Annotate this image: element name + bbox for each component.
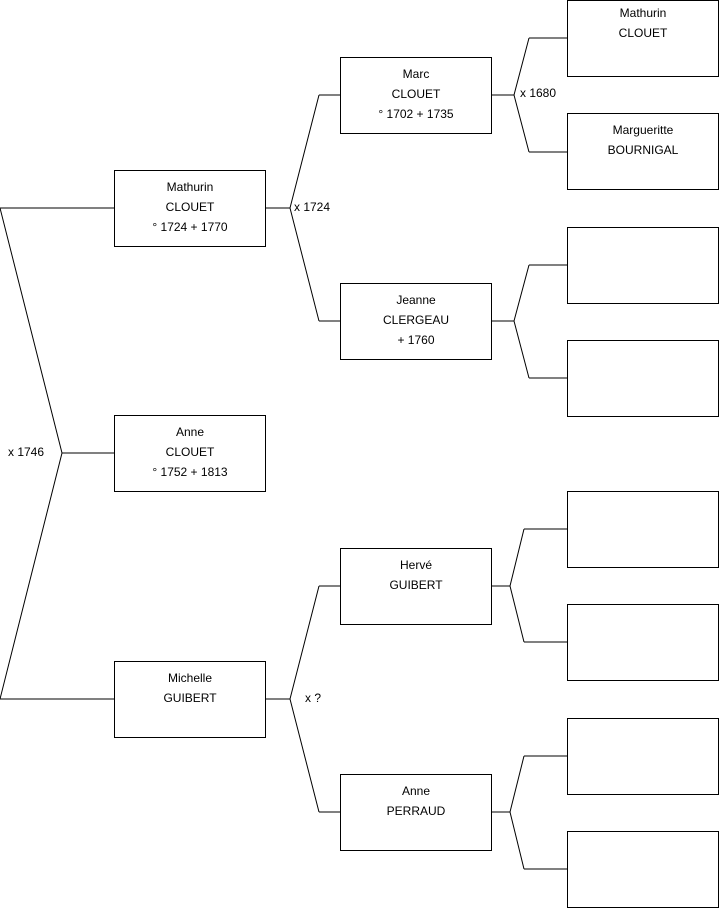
person-box[interactable]: Margueritte BOURNIGAL <box>567 113 719 190</box>
person-box[interactable] <box>567 604 719 681</box>
person-given-name: Hervé <box>399 558 432 572</box>
person-given-name: Jeanne <box>396 293 436 307</box>
marriage-label: x 1724 <box>294 200 331 214</box>
person-box[interactable]: Anne CLOUET ° 1752 + 1813 <box>114 415 266 492</box>
person-dates: ° 1702 + 1735 <box>378 107 454 121</box>
marriage-label: x 1746 <box>8 445 45 459</box>
person-surname: CLERGEAU <box>382 313 450 327</box>
person-box[interactable] <box>567 491 719 568</box>
person-dates: + 1760 <box>397 333 435 347</box>
person-given-name: Margueritte <box>612 123 674 137</box>
person-box[interactable]: Michelle GUIBERT <box>114 661 266 738</box>
person-surname: CLOUET <box>165 200 215 214</box>
person-box[interactable] <box>567 831 719 908</box>
person-surname: CLOUET <box>391 87 441 101</box>
person-dates: ° 1724 + 1770 <box>152 220 228 234</box>
person-given-name: Anne <box>401 784 431 798</box>
person-box[interactable]: Anne PERRAUD <box>340 774 492 851</box>
person-given-name: Marc <box>402 67 430 81</box>
person-box[interactable]: Mathurin CLOUET ° 1724 + 1770 <box>114 170 266 247</box>
person-surname: PERRAUD <box>386 804 446 818</box>
person-given-name: Michelle <box>167 671 212 685</box>
person-box[interactable]: Marc CLOUET ° 1702 + 1735 <box>340 57 492 134</box>
person-box[interactable]: Mathurin CLOUET <box>567 0 719 77</box>
person-given-name: Anne <box>175 425 205 439</box>
person-surname: BOURNIGAL <box>607 143 679 157</box>
marriage-label: x ? <box>305 691 322 705</box>
person-given-name: Mathurin <box>166 180 214 194</box>
person-surname: GUIBERT <box>389 578 443 592</box>
person-dates: ° 1752 + 1813 <box>152 465 228 479</box>
person-box[interactable]: Jeanne CLERGEAU + 1760 <box>340 283 492 360</box>
person-surname: CLOUET <box>165 445 215 459</box>
person-box[interactable] <box>567 718 719 795</box>
person-surname: CLOUET <box>618 26 668 40</box>
person-box[interactable] <box>567 227 719 304</box>
person-box[interactable] <box>567 340 719 417</box>
person-given-name: Mathurin <box>619 6 667 20</box>
person-surname: GUIBERT <box>163 691 217 705</box>
person-box[interactable]: Hervé GUIBERT <box>340 548 492 625</box>
marriage-label: x 1680 <box>520 86 557 100</box>
